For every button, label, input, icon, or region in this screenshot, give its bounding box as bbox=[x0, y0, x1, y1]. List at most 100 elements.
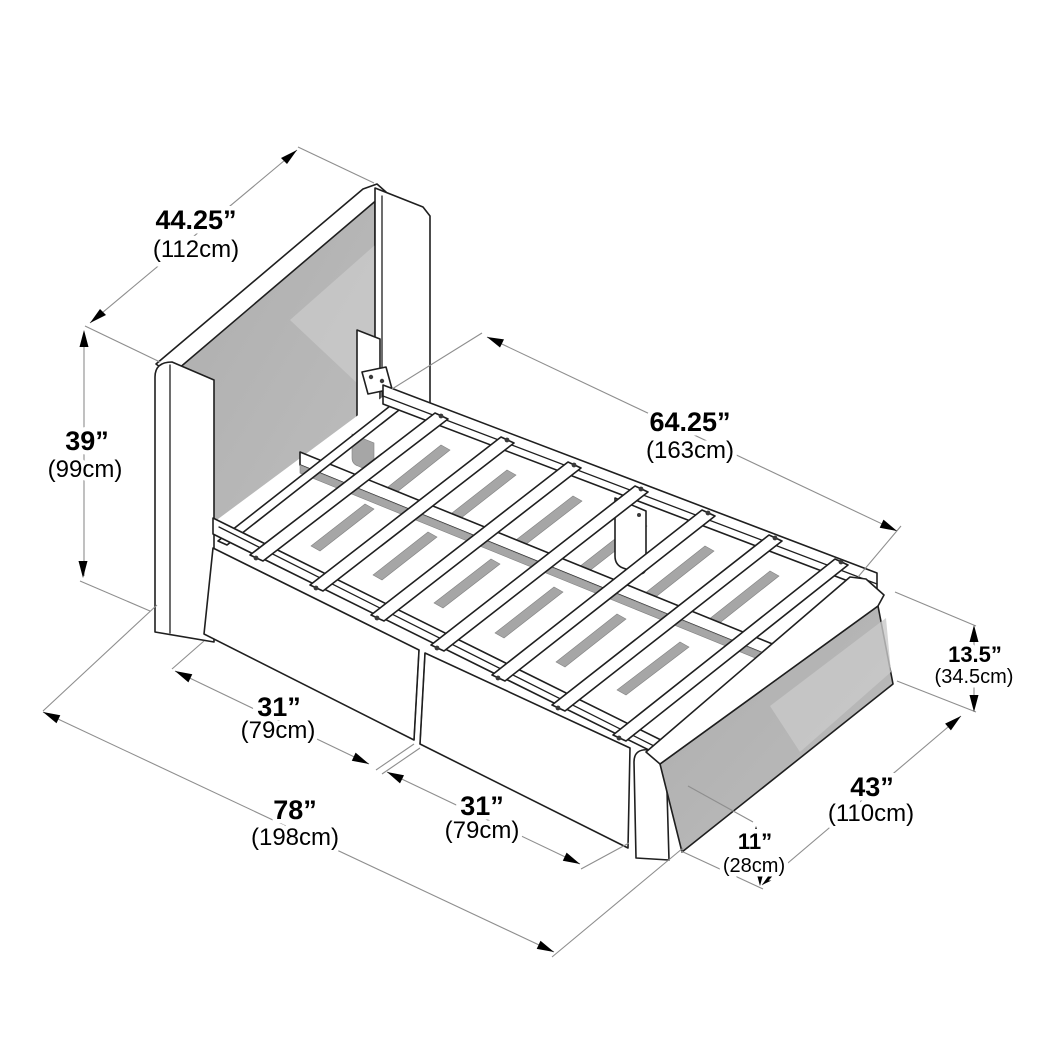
slat-screw-dot bbox=[438, 413, 444, 419]
arrowhead bbox=[43, 712, 61, 724]
bracket-screw-dot bbox=[368, 374, 374, 380]
ext-line bbox=[896, 680, 977, 713]
dim-line-drawer-back bbox=[386, 771, 581, 865]
slat-screw-dot bbox=[434, 645, 440, 651]
ext-line bbox=[687, 785, 754, 823]
dim-label-overall-length-cm: (198cm) bbox=[251, 824, 339, 851]
support-strap bbox=[494, 586, 564, 639]
arrowhead bbox=[562, 852, 580, 864]
support-strap bbox=[372, 531, 438, 581]
ext-line bbox=[857, 525, 902, 578]
slat-screw-dot bbox=[638, 486, 644, 492]
dim-label-overall-width-cm: (110cm) bbox=[828, 800, 914, 827]
ext-line bbox=[42, 604, 158, 712]
dim-label-overall-width-in: 43” bbox=[850, 772, 894, 802]
support-strap bbox=[433, 558, 501, 609]
slat bbox=[370, 461, 582, 622]
slat-screw-dot bbox=[838, 559, 844, 565]
slat bbox=[249, 412, 449, 562]
arrowhead bbox=[969, 695, 979, 712]
ext-line bbox=[171, 640, 205, 670]
dim-label-overall-length-in: 78” bbox=[273, 795, 317, 825]
arrowhead bbox=[387, 772, 404, 784]
slat-screw-dot bbox=[571, 462, 577, 468]
dim-label-base-clearance-in: 11” bbox=[738, 829, 772, 854]
arrowhead bbox=[969, 625, 979, 642]
leg-screw-dot bbox=[637, 513, 641, 517]
arrowhead bbox=[175, 671, 193, 683]
support-strap bbox=[555, 613, 627, 668]
slat-screw-dot bbox=[374, 615, 380, 621]
dim-line-frame-length bbox=[486, 336, 898, 532]
slat-screw-dot bbox=[772, 535, 778, 541]
slats bbox=[249, 412, 849, 742]
support-strap bbox=[616, 641, 690, 696]
arrowhead bbox=[281, 150, 297, 164]
ext-line bbox=[391, 332, 483, 390]
arrowhead bbox=[536, 940, 554, 952]
slat-screw-dot bbox=[504, 437, 510, 443]
dim-label-drawer-back-in: 31” bbox=[460, 791, 504, 821]
arrowhead bbox=[487, 337, 504, 348]
slat-screw-dot bbox=[705, 510, 711, 516]
dim-label-frame-length-cm: (163cm) bbox=[646, 437, 734, 464]
dimension-graphics: 44.25” (112cm) 39” (99cm) 64.25” (163cm)… bbox=[42, 146, 1018, 958]
dim-label-headboard-height-in: 39” bbox=[65, 426, 109, 456]
slat bbox=[430, 485, 649, 652]
ext-line bbox=[680, 850, 764, 890]
dim-line-headboard-width bbox=[89, 149, 298, 324]
drawer-divider bbox=[419, 652, 426, 745]
footboard-highlight bbox=[770, 618, 891, 752]
headboard-highlight bbox=[290, 245, 375, 400]
dim-label-footboard-height-cm: (34.5cm) bbox=[935, 666, 1014, 688]
arrowhead bbox=[351, 752, 369, 764]
arrowhead bbox=[762, 870, 778, 885]
slat-screw-dot bbox=[555, 705, 561, 711]
slat-screw-dot bbox=[495, 675, 501, 681]
drawer-divider bbox=[413, 649, 420, 741]
dim-label-drawer-back-cm: (79cm) bbox=[445, 817, 520, 844]
slat bbox=[551, 534, 783, 712]
ext-line bbox=[297, 146, 375, 184]
arrowhead bbox=[879, 519, 897, 531]
arrowhead bbox=[755, 869, 765, 886]
arrowhead bbox=[90, 309, 106, 323]
dim-label-drawer-front-in: 31” bbox=[257, 692, 301, 722]
ext-line bbox=[375, 743, 415, 771]
dim-label-headboard-width-cm: (112cm) bbox=[153, 236, 239, 263]
support-strap bbox=[310, 503, 375, 552]
footboard-top-edge bbox=[645, 576, 885, 765]
support-straps bbox=[310, 444, 780, 696]
slat-screw-dot bbox=[616, 735, 622, 741]
dim-label-headboard-height-cm: (99cm) bbox=[48, 456, 123, 483]
side-rail-left-line bbox=[218, 526, 659, 749]
bracket-screw-dot bbox=[379, 378, 385, 384]
dim-label-headboard-width-in: 44.25” bbox=[155, 205, 236, 235]
ext-line bbox=[551, 847, 684, 958]
dim-label-frame-length-in: 64.25” bbox=[649, 407, 730, 437]
arrowhead bbox=[79, 330, 89, 347]
headboard-left-wing bbox=[154, 361, 215, 643]
slat bbox=[491, 509, 716, 682]
ext-line bbox=[79, 580, 151, 612]
dim-label-drawer-front-cm: (79cm) bbox=[241, 717, 316, 744]
arrowhead bbox=[751, 826, 761, 842]
dim-line-overall-length bbox=[42, 711, 555, 953]
ext-line bbox=[381, 747, 421, 775]
dim-line-drawer-front bbox=[174, 670, 370, 765]
storage-base bbox=[203, 547, 631, 849]
arrowhead bbox=[945, 716, 961, 731]
dim-label-footboard-height-in: 13.5” bbox=[948, 642, 1002, 667]
slat bbox=[309, 436, 515, 592]
slat-screw-dot bbox=[253, 555, 259, 561]
slat bbox=[612, 558, 849, 742]
dim-line-overall-width bbox=[761, 715, 962, 886]
dim-label-base-clearance-cm: (28cm) bbox=[723, 855, 785, 877]
footboard bbox=[633, 576, 894, 861]
slat-screw-dot bbox=[313, 585, 319, 591]
ext-line bbox=[894, 591, 977, 627]
slat-deck bbox=[212, 384, 878, 758]
arrowhead bbox=[78, 561, 88, 578]
